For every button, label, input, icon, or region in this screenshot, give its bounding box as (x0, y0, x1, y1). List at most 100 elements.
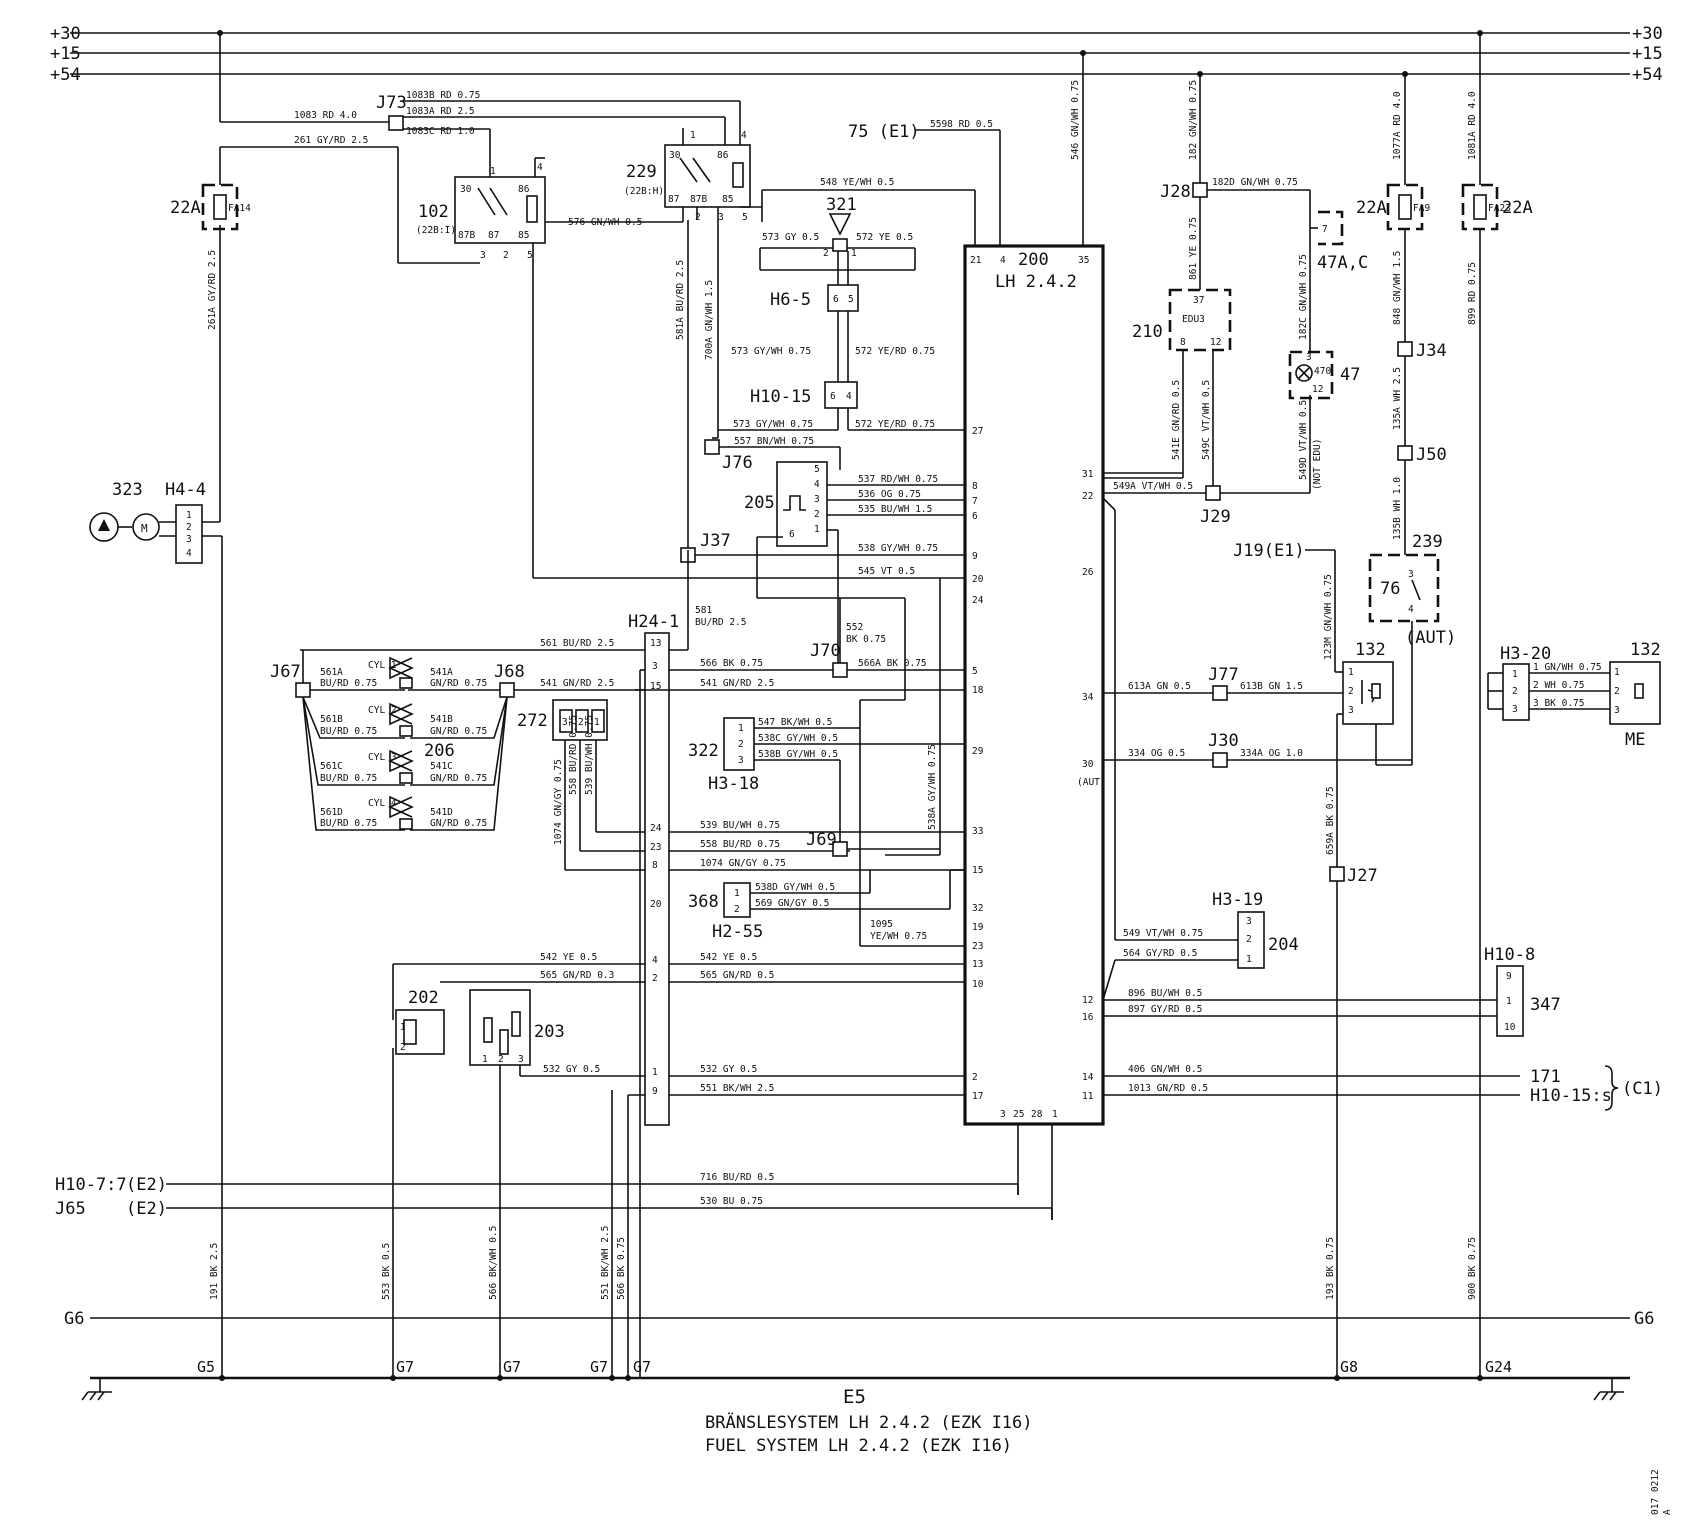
w547-label: 547 BK/WH 0.5 (758, 717, 832, 728)
svg-text:3: 3 (738, 755, 744, 766)
svg-text:M: M (141, 522, 148, 535)
svg-text:28: 28 (1031, 1109, 1043, 1120)
svg-text:4: 4 (652, 955, 658, 966)
w897-label: 897 GY/RD 0.5 (1128, 1004, 1202, 1015)
svg-text:27: 27 (972, 426, 983, 437)
j37-label: J37 (700, 531, 731, 551)
svg-text:14: 14 (1082, 1072, 1094, 1083)
svg-text:9: 9 (652, 1086, 658, 1097)
svg-text:3: 3 (1512, 704, 1518, 715)
junction-j76 (704, 439, 720, 455)
svg-text:7: 7 (972, 496, 978, 507)
c347-label: 347 (1530, 995, 1561, 1015)
w561a-label: 561A (320, 667, 343, 678)
w581a-label: 581A BU/RD 2.5 (675, 260, 686, 340)
w561c-label: 561C (320, 761, 343, 772)
junction-j28 (1192, 182, 1208, 198)
w551-label: 551 BK/WH 2.5 (700, 1083, 774, 1094)
junction-j50 (1397, 445, 1413, 461)
g6-label-left: G6 (64, 1309, 84, 1329)
svg-text:4: 4 (1000, 255, 1006, 266)
c75-label: 75 (E1) (848, 122, 920, 142)
w561b-color: BU/RD 0.75 (320, 726, 377, 737)
svg-text:20: 20 (972, 574, 984, 585)
w538b-label: 538B GY/WH 0.5 (758, 749, 838, 760)
w535-label: 535 BU/WH 1.5 (858, 504, 932, 515)
doc-revision: A (1662, 1509, 1673, 1515)
svg-text:1: 1 (490, 166, 496, 177)
power-rails: +30 +15 +54 +30 +15 +54 (50, 24, 1663, 85)
ground-symbol-left (81, 1378, 112, 1401)
w2-label: 2 WH 0.75 (1533, 680, 1584, 691)
w541b-color: GN/RD 0.75 (430, 726, 487, 737)
svg-text:3: 3 (1614, 705, 1620, 716)
svg-text:23: 23 (972, 941, 983, 952)
rail-label-54-right: +54 (1632, 65, 1663, 85)
svg-text:6: 6 (972, 511, 978, 522)
h10-7-label: H10-7:7 (55, 1175, 127, 1195)
svg-text:3: 3 (1408, 569, 1414, 580)
svg-text:8: 8 (972, 481, 978, 492)
svg-text:2: 2 (1512, 686, 1518, 697)
h3-20-label: H3-20 (1500, 644, 1551, 664)
fuse-22a-left-label: 22A (170, 198, 201, 218)
e2-label-b: (E2) (126, 1199, 167, 1219)
svg-text:12: 12 (1210, 337, 1221, 348)
w549d-label: 549D VT/WH 0.5 (1298, 400, 1309, 480)
pulse-icon (783, 495, 806, 511)
connector-h24-1 (644, 632, 670, 1126)
w191-label: 191 BK 2.5 (209, 1243, 220, 1300)
c272-label: 272 (517, 711, 548, 731)
w613a-label: 613A GN 0.5 (1128, 681, 1191, 692)
j69-label: J69 (806, 830, 837, 850)
w532b-label: 532 GY 0.5 (543, 1064, 600, 1075)
w542-label: 542 YE 0.5 (700, 952, 757, 963)
svg-text:1: 1 (734, 888, 740, 899)
w541e-label: 541E GN/RD 0.5 (1171, 380, 1182, 460)
svg-text:2: 2 (1348, 686, 1354, 697)
title-code: E5 (843, 1386, 866, 1408)
g5-label: G5 (197, 1358, 215, 1376)
fuse-22a-fa23-label: 22A (1502, 198, 1533, 218)
h10-15s-label: H10-15:s (1530, 1086, 1612, 1106)
w123m-label: 123M GN/WH 0.75 (1323, 574, 1334, 660)
svg-text:86: 86 (717, 150, 729, 161)
svg-text:86: 86 (518, 184, 530, 195)
fuse-fa14 (201, 183, 239, 231)
h10-8-label: H10-8 (1484, 945, 1535, 965)
c210-label: 210 (1132, 322, 1163, 342)
sensor-205-group: 205 543 216 537 RD/WH 0.75 536 OG 0.75 5… (680, 461, 965, 920)
svg-text:18: 18 (972, 685, 984, 696)
svg-text:17: 17 (972, 1091, 983, 1102)
rail-label-15-right: +15 (1632, 44, 1663, 64)
g7-label-d: G7 (633, 1358, 651, 1376)
j50-label: J50 (1416, 445, 1447, 465)
connector-47ac (1318, 210, 1344, 246)
svg-text:2: 2 (652, 973, 658, 984)
w135a-label: 135A WH 2.5 (1392, 367, 1403, 430)
w538c-label: 538C GY/WH 0.5 (758, 733, 838, 744)
h3-18-label: H3-18 (708, 774, 759, 794)
w5598-label: 5598 RD 0.5 (930, 119, 993, 130)
w1-label: 1 GN/WH 0.75 (1533, 662, 1602, 673)
w549a-label: 549A VT/WH 0.5 (1113, 481, 1193, 492)
motor-icon (132, 513, 160, 541)
c203-label: 203 (534, 1022, 565, 1042)
w182d-label: 182D GN/WH 0.75 (1212, 177, 1298, 188)
svg-text:10: 10 (972, 979, 984, 990)
junction-j77 (1212, 685, 1228, 701)
svg-text:2: 2 (400, 1042, 406, 1053)
w1081a-label: 1081A RD 4.0 (1467, 91, 1478, 160)
w549-label: 549 VT/WH 0.75 (1123, 928, 1203, 939)
w566v-label: 566 BK/WH 0.5 (488, 1226, 499, 1300)
w539v-label: 539 BU/WH 0.75 (584, 715, 595, 795)
w700a-label: 700A GN/WH 1.5 (704, 280, 715, 360)
w569-label: 569 GN/GY 0.5 (755, 898, 829, 909)
svg-text:4: 4 (814, 479, 820, 490)
svg-text:34: 34 (1082, 692, 1094, 703)
svg-text:1: 1 (400, 1022, 406, 1033)
svg-text:37: 37 (1193, 295, 1204, 306)
c102-label: 102 (418, 202, 449, 222)
